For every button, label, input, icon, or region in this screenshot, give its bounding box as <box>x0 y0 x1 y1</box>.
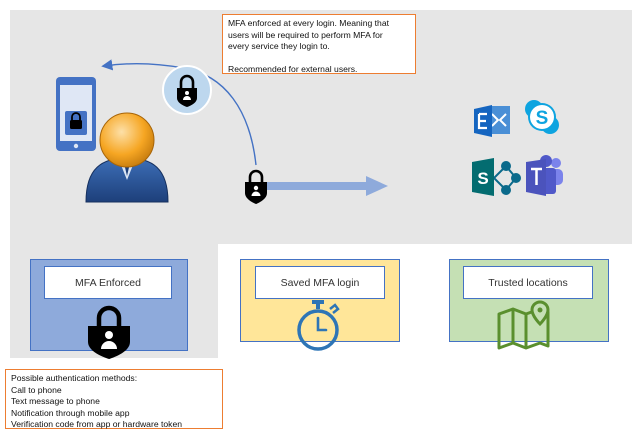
lock-icon <box>88 305 130 359</box>
trusted-locations-label: Trusted locations <box>463 266 593 299</box>
phone-icon <box>56 77 96 151</box>
note-line: users will be required to perform MFA fo… <box>228 29 383 40</box>
mfa-description-note: MFA enforced at every login. Meaning tha… <box>222 14 416 74</box>
skype-icon: S <box>525 100 559 134</box>
user-avatar-icon <box>85 112 169 203</box>
svg-text:S: S <box>536 108 549 129</box>
lock-icon <box>162 65 212 115</box>
note-line: Text message to phone <box>11 396 100 406</box>
note-line: every service they login to. <box>228 41 330 51</box>
sharepoint-icon: S <box>472 158 521 196</box>
saved-mfa-login-label: Saved MFA login <box>255 266 385 299</box>
note-line: Recommended for external users. <box>228 63 358 74</box>
note-line: Verification code from app or hardware t… <box>11 419 183 429</box>
note-line: Notification through mobile app <box>11 407 130 418</box>
stopwatch-icon <box>297 300 340 351</box>
exchange-icon <box>474 105 510 137</box>
service-arrow-head <box>366 176 388 196</box>
teams-icon <box>526 155 563 196</box>
lock-icon <box>245 169 267 204</box>
note-line: MFA enforced at every login. Meaning tha… <box>228 18 389 28</box>
note-line: Possible authentication methods: <box>11 373 138 383</box>
mfa-enforced-label: MFA Enforced <box>44 266 172 299</box>
service-arrow-shaft <box>265 182 369 190</box>
map-pin-icon <box>497 300 550 350</box>
note-line: Call to phone <box>11 384 62 395</box>
svg-text:S: S <box>477 169 488 188</box>
auth-methods-note: Possible authentication methods: Call to… <box>5 369 223 429</box>
